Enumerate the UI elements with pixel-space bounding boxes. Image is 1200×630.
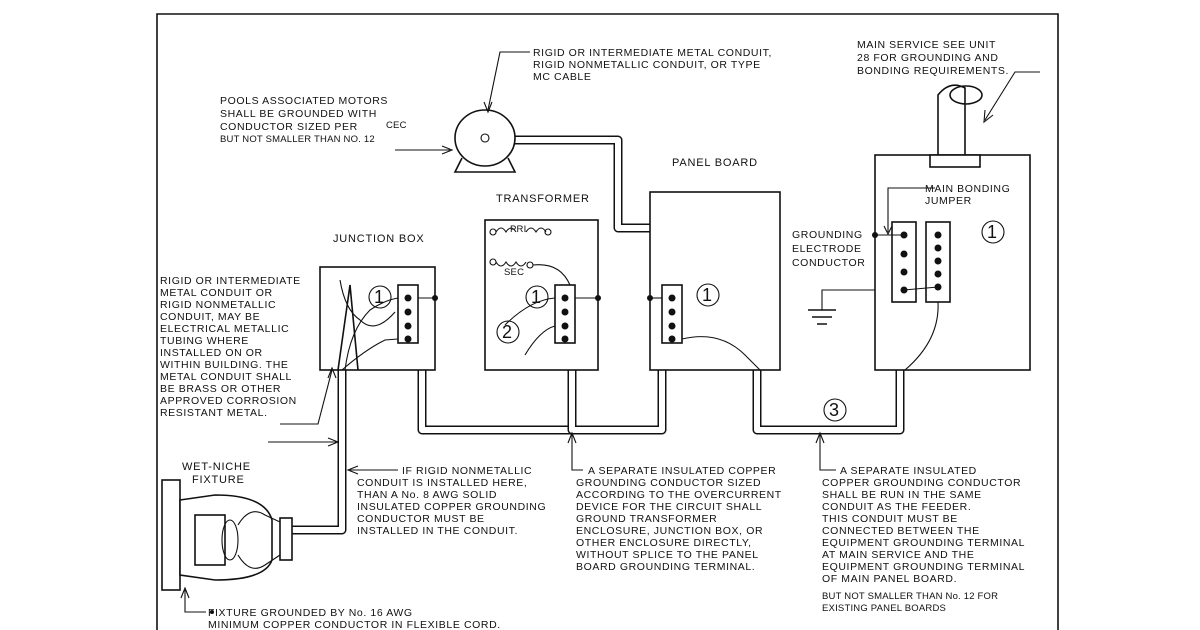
label-pri: PRI [510,224,526,235]
panel-board [647,191,781,371]
main-service-panel [808,84,1031,371]
pool-motor [453,109,517,173]
label-panel-board: PANEL BOARD [672,157,758,169]
leader-lines [180,51,1040,613]
circled-numbers: 1 1 2 1 1 3 [368,220,1005,422]
label-grounding-electrode: GROUNDING ELECTRODE CONDUCTOR [792,229,866,269]
label-separate-insulated-note: BUT NOT SMALLER THAN No. 12 FOR EXISTING… [822,591,1001,614]
label-separate-insulated: A SEPARATE INSULATED COPPER GROUNDING CO… [822,465,1028,585]
label-transformer: TRANSFORMER [496,193,590,205]
bullet-dot [210,610,214,614]
junction-box [319,266,438,371]
diagram-frame [156,13,1059,630]
conduit-runs [292,135,905,535]
number-one-transformer: 1 [531,287,541,307]
label-junction-box: JUNCTION BOX [333,233,425,245]
label-separate-copper: A SEPARATE INSULATED COPPER GROUNDING CO… [576,465,785,573]
number-three-conduit: 3 [829,400,839,420]
label-sec: SEC [504,267,524,278]
label-pool-motors: POOLS ASSOCIATED MOTORS SHALL BE GROUNDE… [220,95,392,133]
number-one-junction: 1 [374,287,384,307]
label-pool-motors-cec: CEC [386,120,407,131]
number-two-transformer: 2 [502,322,512,342]
label-main-service: MAIN SERVICE SEE UNIT 28 FOR GROUNDING A… [857,39,1009,77]
number-one-panel: 1 [702,285,712,305]
wet-niche-fixture [161,479,293,591]
label-wet-niche: WET-NICHE FIXTURE [182,461,255,486]
number-one-main: 1 [987,222,997,242]
transformer [484,219,601,371]
label-rigid-left: RIGID OR INTERMEDIATE METAL CONDUIT OR R… [160,275,304,419]
label-fixture-grounded: FIXTURE GROUNDED BY No. 16 AWG MINIMUM C… [208,607,501,630]
label-if-rigid: IF RIGID NONMETALLIC CONDUIT IS INSTALLE… [357,465,550,537]
label-main-bonding-jumper: MAIN BONDING JUMPER [925,183,1014,207]
label-pool-motors-note: BUT NOT SMALLER THAN NO. 12 [220,134,375,145]
label-rigid-conduit-top: RIGID OR INTERMEDIATE METAL CONDUIT, RIG… [533,47,776,83]
